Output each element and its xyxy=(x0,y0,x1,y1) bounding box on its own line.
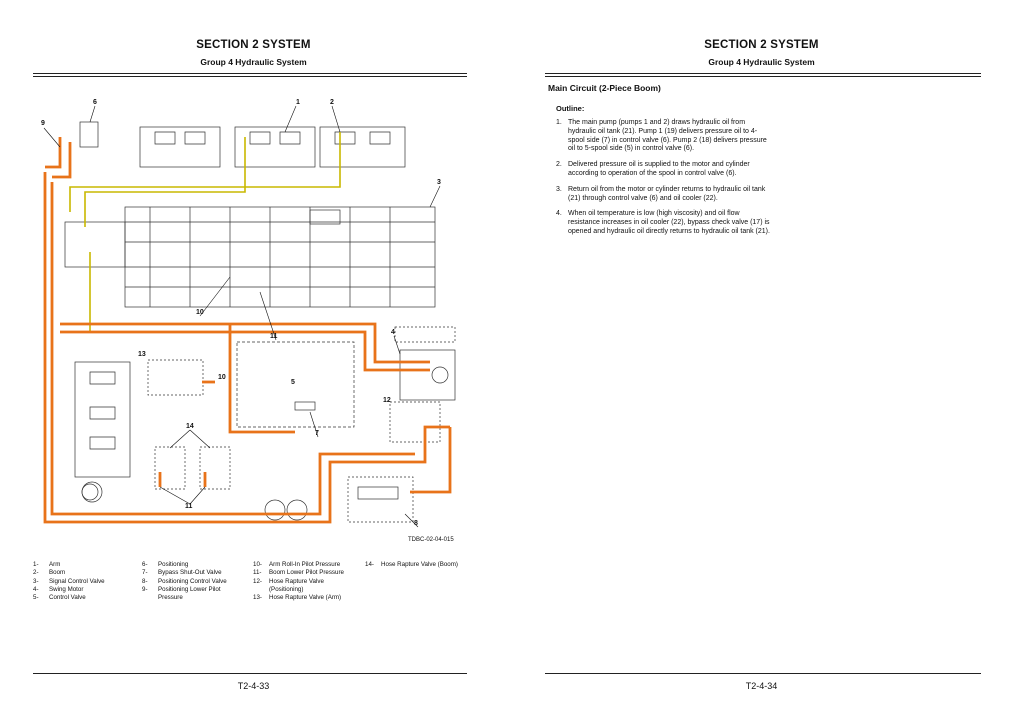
svg-text:2: 2 xyxy=(330,99,334,106)
list-item: 2.Delivered pressure oil is supplied to … xyxy=(556,161,750,177)
page-number: T2-4-34 xyxy=(745,681,778,691)
group-title: Group 4 Hydraulic System xyxy=(708,57,815,67)
legend-col-2: 6-Positioning 7-Bypass Shut-Out Valve 8-… xyxy=(142,561,247,602)
figure-id: TDBC-02-04-015 xyxy=(408,537,454,543)
legend-item: 14-Hose Rapture Valve (Boom) xyxy=(365,561,458,568)
footer-rule xyxy=(545,673,981,674)
legend-item: 7-Bypass Shut-Out Valve xyxy=(142,569,222,577)
section-title: SECTION 2 SYSTEM xyxy=(196,39,311,51)
legend-item-continued: Pressure xyxy=(158,594,183,602)
footer-rule xyxy=(33,673,467,674)
legend-item: 2-Boom xyxy=(33,569,66,577)
hydraulic-circuit-diagram: 1 2 3 4 5 6 7 8 9 10 10 11 11 12 13 14 xyxy=(41,99,456,528)
legend-item: 5-Control Valve xyxy=(33,594,86,602)
legend-item: 3-Signal Control Valve xyxy=(33,577,105,585)
group-title: Group 4 Hydraulic System xyxy=(200,57,307,67)
list-item: 3.Return oil from the motor or cylinder … xyxy=(556,185,766,202)
svg-text:10: 10 xyxy=(196,309,204,316)
header-rule xyxy=(545,73,981,77)
svg-text:12: 12 xyxy=(383,397,391,404)
legend-col-3: 10-Arm Roll-In Pilot Pressure 11-Boom Lo… xyxy=(253,561,363,602)
right-page: SECTION 2 SYSTEM Group 4 Hydraulic Syste… xyxy=(508,0,1015,724)
legend-item: 8-Positioning Control Valve xyxy=(142,577,227,585)
svg-text:5: 5 xyxy=(291,379,295,386)
main-title: Main Circuit (2-Piece Boom) xyxy=(548,83,661,93)
svg-text:6: 6 xyxy=(93,99,97,106)
legend-item: 12-Hose Rapture Valve xyxy=(253,577,324,585)
legend-col-1: 1-Arm 2-Boom 3-Signal Control Valve 4-Sw… xyxy=(33,561,133,602)
legend-item-continued: (Positioning) xyxy=(269,585,304,593)
outline-list: 1.The main pump (pumps 1 and 2) draws hy… xyxy=(556,119,771,244)
left-page: SECTION 2 SYSTEM Group 4 Hydraulic Syste… xyxy=(0,0,507,724)
legend-col-4: 14-Hose Rapture Valve (Boom) xyxy=(365,561,475,569)
legend-item: 6-Positioning xyxy=(142,561,189,568)
outline-label: Outline: xyxy=(556,104,585,113)
svg-text:14: 14 xyxy=(186,423,194,430)
section-title: SECTION 2 SYSTEM xyxy=(704,39,819,51)
svg-text:10: 10 xyxy=(218,374,226,381)
legend-item: 9-Positioning Lower Pilot xyxy=(142,585,221,593)
legend-item: 10-Arm Roll-In Pilot Pressure xyxy=(253,561,341,568)
svg-text:9: 9 xyxy=(41,120,45,127)
list-item: 4.When oil temperature is low (high visc… xyxy=(556,210,770,235)
svg-text:8: 8 xyxy=(414,520,418,527)
svg-text:11: 11 xyxy=(270,333,278,340)
svg-text:11: 11 xyxy=(185,503,193,510)
svg-text:4: 4 xyxy=(391,329,395,336)
svg-text:3: 3 xyxy=(437,179,441,186)
list-item: 1.The main pump (pumps 1 and 2) draws hy… xyxy=(556,119,767,153)
legend-item: 1-Arm xyxy=(33,561,61,568)
legend-item: 11-Boom Lower Pilot Pressure xyxy=(253,569,344,577)
page-number: T2-4-33 xyxy=(237,681,270,691)
svg-text:1: 1 xyxy=(296,99,300,106)
legend-item: 13-Hose Rapture Valve (Arm) xyxy=(253,594,342,602)
header-rule xyxy=(33,73,467,77)
legend-item: 4-Swing Motor xyxy=(33,585,84,593)
svg-text:13: 13 xyxy=(138,351,146,358)
